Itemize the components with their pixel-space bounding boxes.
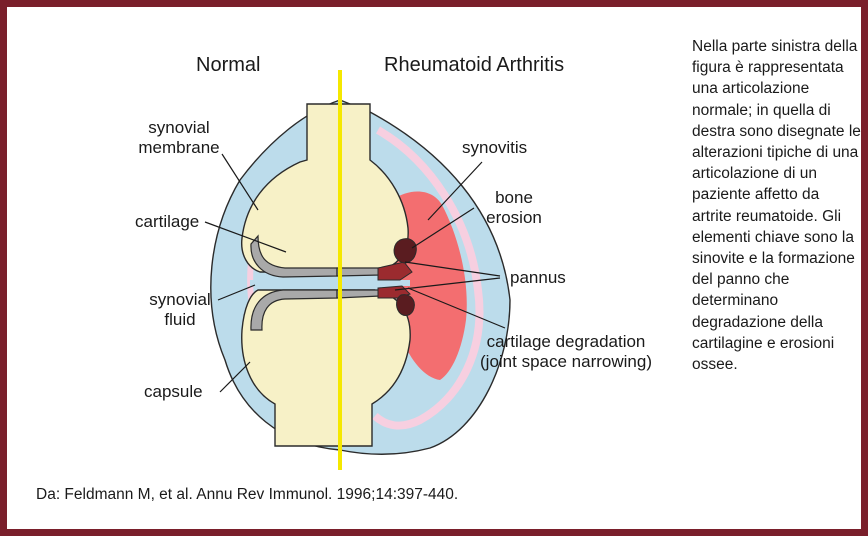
citation: Da: Feldmann M, et al. Annu Rev Immunol.…: [36, 486, 458, 504]
label-bone-erosion-line1: bone: [474, 188, 554, 208]
bone-erosion-upper: [394, 239, 416, 263]
label-cartilage-degradation-line1: cartilage degradation: [464, 332, 668, 352]
label-cartilage-degradation-line2: (joint space narrowing): [464, 352, 668, 372]
label-synovial-membrane: synovial membrane: [120, 118, 238, 158]
label-cartilage: cartilage: [135, 212, 199, 232]
label-synovial-fluid-line2: fluid: [140, 310, 220, 330]
bone-erosion-lower: [397, 295, 415, 316]
upper-cartilage-thin: [337, 268, 380, 276]
label-synovitis: synovitis: [462, 138, 527, 158]
label-bone-erosion-line2: erosion: [474, 208, 554, 228]
joint-space: [250, 280, 410, 286]
label-pannus: pannus: [510, 268, 566, 288]
header-normal: Normal: [196, 54, 260, 76]
label-synovial-membrane-line2: membrane: [120, 138, 238, 158]
side-description: Nella parte sinistra della figura è rapp…: [692, 36, 862, 375]
header-rheumatoid-arthritis: Rheumatoid Arthritis: [384, 54, 564, 76]
label-synovial-fluid-line1: synovial: [140, 290, 220, 310]
label-bone-erosion: bone erosion: [474, 188, 554, 228]
lower-cartilage-thin: [337, 290, 380, 298]
label-synovial-membrane-line1: synovial: [120, 118, 238, 138]
label-synovial-fluid: synovial fluid: [140, 290, 220, 330]
label-cartilage-degradation: cartilage degradation (joint space narro…: [464, 332, 668, 372]
label-capsule: capsule: [144, 382, 203, 402]
